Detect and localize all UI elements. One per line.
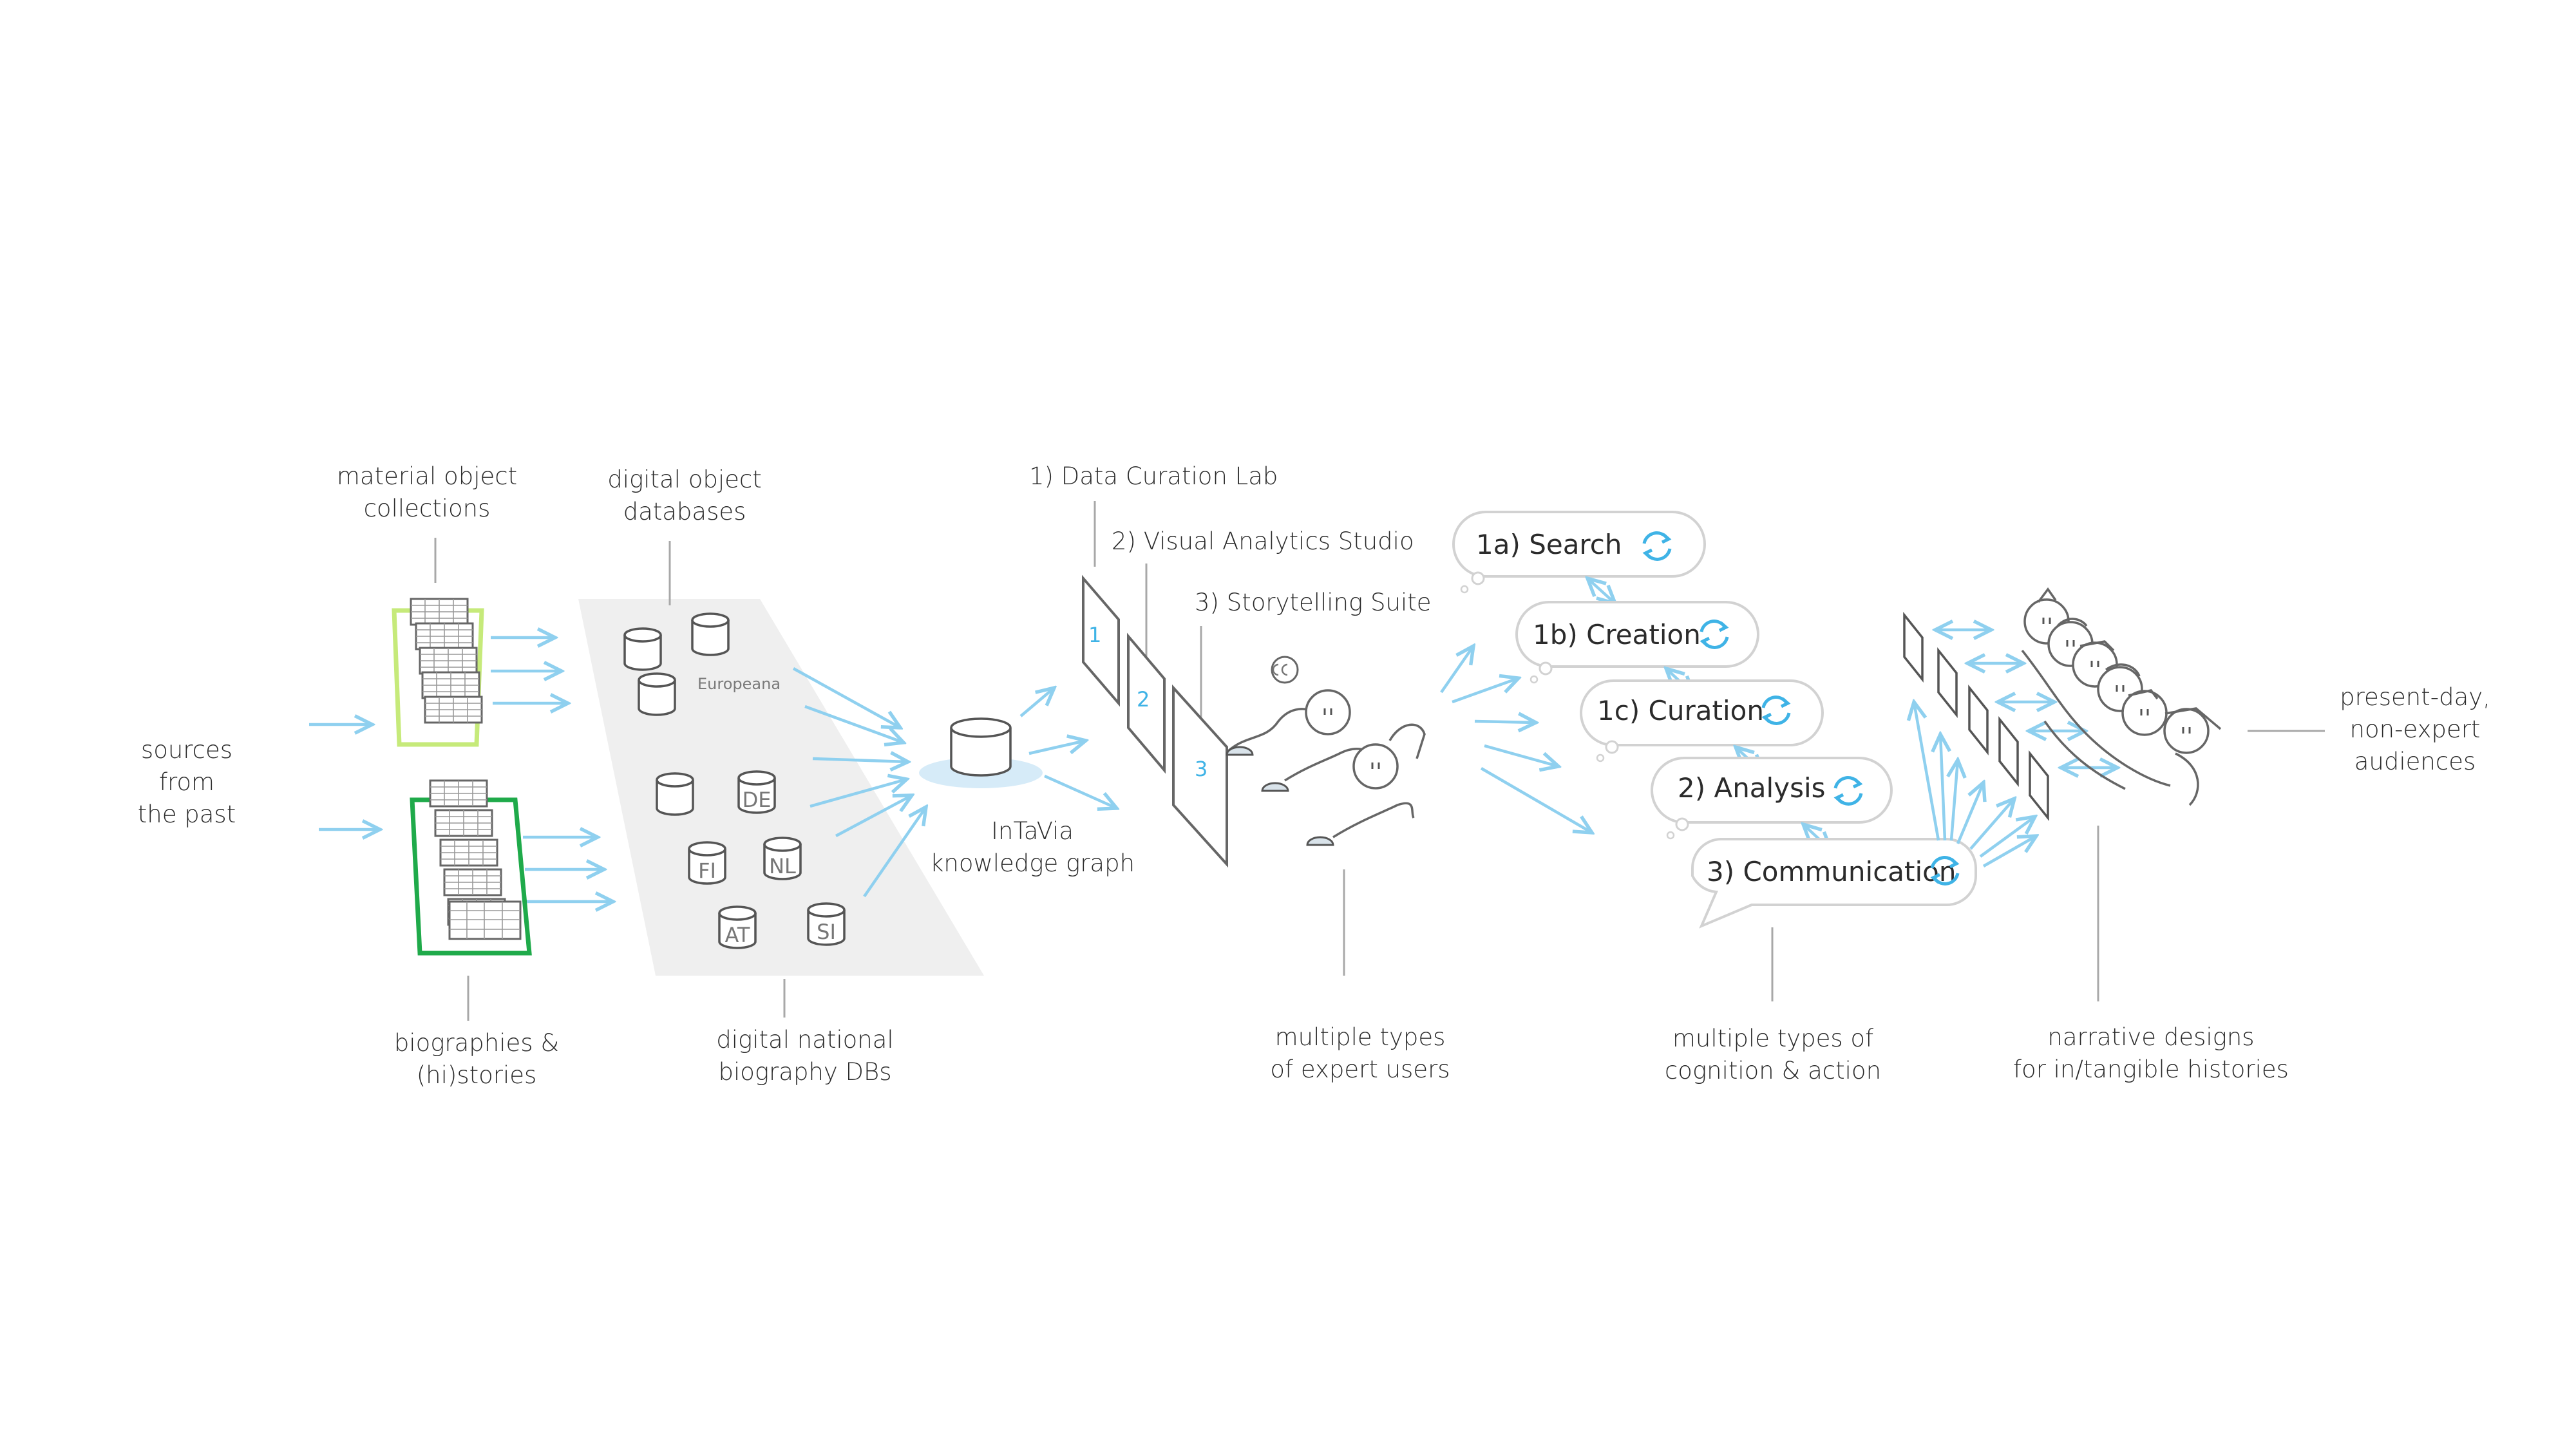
user-figure-icon (1352, 743, 1399, 790)
step-creation: 1b) Creation (1515, 601, 1759, 684)
audience-crowd (2021, 587, 2222, 806)
biography-arrows (523, 837, 613, 902)
svg-text:multiple types of: multiple types of (1672, 1025, 1873, 1052)
expert-users-label: multiple types of expert users (1270, 1023, 1450, 1083)
db-code-nl: NL (769, 854, 796, 878)
db-code-de: DE (743, 788, 772, 812)
user-figure-icon (1271, 656, 1299, 684)
svg-text:knowledge graph: knowledge graph (930, 849, 1135, 877)
svg-text:sources: sources (141, 736, 232, 764)
step-curation: 1c) Curation (1580, 679, 1824, 762)
svg-text:biographies &: biographies & (394, 1029, 559, 1057)
sources-label: sources from the past (138, 736, 236, 828)
panel-number-3: 3 (1195, 757, 1208, 781)
database-platform (578, 599, 984, 976)
svg-text:narrative designs: narrative designs (2047, 1023, 2254, 1051)
audiences-label: present-day, non-expert audiences (2340, 683, 2490, 775)
svg-text:for in/tangible histories: for in/tangible histories (2013, 1056, 2289, 1083)
mouse-icon (1226, 746, 1254, 756)
db-code-si: SI (817, 920, 836, 944)
svg-text:3) Communication: 3) Communication (1707, 856, 1956, 887)
panel-number-2: 2 (1137, 687, 1150, 712)
svg-text:1c) Curation: 1c) Curation (1597, 695, 1764, 726)
svg-text:multiple types: multiple types (1275, 1023, 1446, 1051)
biographies-label: biographies & (hi)stories (394, 1029, 559, 1089)
narrative-designs-label: narrative designs for in/tangible histor… (2013, 1023, 2289, 1083)
db-code-fi: FI (698, 858, 716, 883)
material-collections-label: material object collections (337, 462, 517, 522)
screen-panel-icon (1127, 632, 1166, 774)
step-communication: 3) Communication (1691, 838, 1977, 929)
step-analysis: 2) Analysis (1651, 757, 1893, 840)
database-icon (623, 627, 662, 671)
database-icon (656, 772, 694, 816)
user-hair (1388, 723, 1426, 759)
mouse-icon (1261, 782, 1289, 792)
knowledge-graph-label: InTaVia knowledge graph (930, 817, 1135, 877)
svg-text:1b) Creation: 1b) Creation (1533, 619, 1701, 650)
step-search: 1a) Search (1452, 511, 1706, 594)
storytelling-suite-label: 3) Storytelling Suite (1195, 589, 1432, 616)
svg-text:(hi)stories: (hi)stories (417, 1061, 537, 1089)
communication-arrows (1914, 702, 2036, 867)
database-to-kg-arrows (792, 667, 926, 898)
svg-text:biography DBs: biography DBs (718, 1058, 891, 1086)
kg-to-tools-arrows (1019, 688, 1117, 808)
svg-text:cognition & action: cognition & action (1665, 1057, 1881, 1084)
mouse-icon (1306, 836, 1334, 846)
svg-text:the past: the past (138, 800, 236, 828)
svg-text:non-expert: non-expert (2350, 715, 2481, 743)
svg-text:of expert users: of expert users (1270, 1056, 1450, 1083)
user-figure-icon (2121, 690, 2168, 736)
svg-text:present-day,: present-day, (2340, 683, 2490, 711)
material-collection-stack (392, 598, 484, 747)
database-icon (691, 612, 730, 656)
visual-analytics-studio-label: 2) Visual Analytics Studio (1112, 527, 1414, 555)
cognition-label: multiple types of cognition & action (1665, 1025, 1881, 1084)
user-body (1226, 708, 1314, 753)
step-link-arrow (1587, 578, 1615, 603)
database-icon (638, 672, 676, 716)
screen-panel-icon (1082, 574, 1120, 707)
svg-text:collections: collections (364, 495, 491, 522)
svg-text:from: from (159, 768, 214, 796)
data-curation-lab-label: 1) Data Curation Lab (1029, 462, 1278, 490)
material-arrows (491, 638, 568, 703)
user-figure-icon (1305, 689, 1351, 735)
database-icon (950, 717, 1012, 777)
europeana-label: Europeana (697, 675, 781, 693)
svg-text:digital object: digital object (607, 466, 762, 493)
svg-text:digital national: digital national (716, 1026, 893, 1054)
audience-arrows (1935, 630, 2117, 768)
screen-panel-icon (1172, 684, 1228, 868)
db-code-at: AT (725, 923, 750, 947)
user-body (1332, 802, 1415, 838)
narrative-panels (1903, 612, 2049, 821)
digital-object-databases-label: digital object databases (607, 466, 762, 526)
svg-text:2) Analysis: 2) Analysis (1678, 772, 1826, 804)
users-to-steps-arrows (1440, 646, 1592, 833)
svg-text:1a) Search: 1a) Search (1476, 529, 1622, 560)
svg-text:InTaVia: InTaVia (991, 817, 1074, 845)
svg-text:material object: material object (337, 462, 517, 490)
national-biography-dbs-label: digital national biography DBs (716, 1026, 893, 1086)
svg-text:audiences: audiences (2354, 748, 2476, 775)
biography-stack (410, 779, 532, 956)
panel-number-1: 1 (1088, 623, 1101, 647)
svg-text:databases: databases (623, 498, 746, 526)
user-figure-icon (2163, 708, 2210, 754)
